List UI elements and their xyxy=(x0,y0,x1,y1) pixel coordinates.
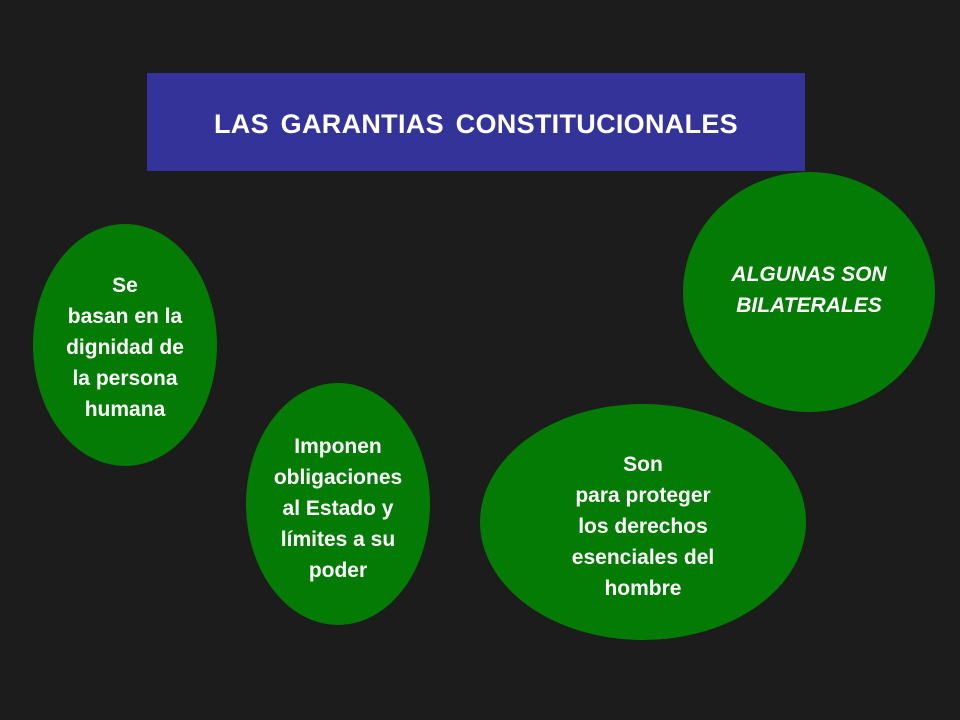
bubble-obligaciones: Imponen obligaciones al Estado y límites… xyxy=(246,383,430,625)
bubble-derechos: Son para proteger los derechos esenciale… xyxy=(480,404,806,640)
bubble-dignidad-text: Se basan en la dignidad de la persona hu… xyxy=(66,273,184,421)
title-banner: LAS GARANTIAS CONSTITUCIONALES xyxy=(147,73,805,171)
bubble-derechos-text: Son para proteger los derechos esenciale… xyxy=(571,452,715,600)
bubble-obligaciones-text: Imponen obligaciones al Estado y límites… xyxy=(273,434,403,582)
bubble-bilaterales-text: ALGUNAS SON BILATERALES xyxy=(731,263,887,317)
slide-title: LAS GARANTIAS CONSTITUCIONALES xyxy=(213,108,738,139)
bubble-dignidad: Se basan en la dignidad de la persona hu… xyxy=(33,224,217,466)
bubble-bilaterales: ALGUNAS SON BILATERALES xyxy=(683,172,935,412)
